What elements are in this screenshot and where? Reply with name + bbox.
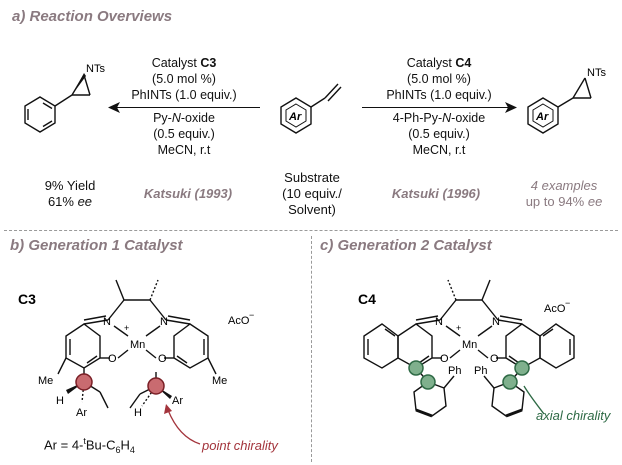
catalyst-c4-structure: C4	[358, 279, 575, 418]
ar-definition: Ar = 4-tBu-C6H4	[44, 436, 135, 455]
section-c-title: c) Generation 2 Catalyst	[320, 237, 492, 254]
acetate-counterion-c4: AcO	[544, 303, 566, 315]
ph-right: Ph	[474, 365, 487, 377]
acetate-charge: −	[249, 310, 254, 320]
n-right: N	[160, 316, 168, 328]
n-left: N	[103, 316, 111, 328]
horizontal-divider	[4, 230, 618, 231]
me-left: Me	[38, 375, 53, 387]
axis-atom-2	[420, 374, 436, 390]
section-b-title: b) Generation 1 Catalyst	[10, 237, 183, 254]
ph-left: Ph	[448, 365, 461, 377]
ar-label-substrate: Ar	[288, 111, 302, 123]
o-right: O	[158, 353, 167, 365]
left-conditions-below: Py-N-oxide (0.5 equiv.) MeCN, r.t	[153, 111, 215, 157]
left-conditions: Catalyst C3 (5.0 mol %) PhINTs (1.0 equi…	[131, 56, 237, 102]
reaction-arrow-left	[112, 107, 260, 108]
styrene-substrate: Ar	[280, 83, 342, 134]
h-left: H	[56, 395, 64, 407]
left-result: 9% Yield 61% ee	[44, 178, 96, 209]
right-conditions-below: 4-Ph-Py-N-oxide (0.5 equiv.) MeCN, r.t	[392, 111, 486, 157]
mn-plus: +	[124, 323, 129, 333]
section-a-title: a) Reaction Overviews	[12, 8, 173, 25]
mn-plus-c4: +	[456, 323, 461, 333]
stereocenter-right-highlight	[147, 377, 165, 395]
acetate-charge-c4: −	[565, 298, 570, 308]
axis-atom-4	[502, 374, 518, 390]
o-left: O	[108, 353, 117, 365]
left-reference: Katsuki (1993)	[143, 186, 233, 201]
acetate-counterion: AcO	[228, 315, 250, 327]
n-left-c4: N	[435, 316, 443, 328]
arrowhead-right	[505, 102, 517, 113]
c3-label: C3	[18, 291, 36, 307]
axial-chirality-label: axial chirality	[536, 408, 611, 423]
right-result: 4 examples up to 94% ee	[525, 178, 603, 209]
o-right-c4: O	[490, 353, 499, 365]
reaction-arrow-right	[362, 107, 512, 108]
axis-atom-1	[408, 360, 424, 376]
arrowhead-left	[108, 102, 120, 113]
substrate-note: Substrate (10 equiv./ Solvent)	[282, 170, 342, 217]
mn-center: Mn	[130, 339, 145, 351]
nts-label-right: NTs	[587, 67, 606, 79]
o-left-c4: O	[440, 353, 449, 365]
me-right: Me	[212, 375, 227, 387]
point-chirality-label: point chirality	[202, 438, 278, 453]
stereocenter-left-highlight	[75, 373, 93, 391]
ar-label-product: Ar	[535, 111, 549, 123]
aziridine-product-right: NTs Ar	[527, 67, 606, 134]
axis-atom-3	[514, 360, 530, 376]
right-reference: Katsuki (1996)	[391, 186, 481, 201]
aziridine-product-left: NTs	[24, 63, 105, 133]
catalyst-c3-structure: C3	[18, 279, 254, 445]
mn-center-c4: Mn	[462, 339, 477, 351]
vertical-divider	[311, 236, 312, 462]
h-right: H	[134, 407, 142, 419]
nts-label-left: NTs	[86, 63, 105, 75]
right-conditions: Catalyst C4 (5.0 mol %) PhINTs (1.0 equi…	[386, 56, 492, 102]
ar-right: Ar	[172, 395, 183, 407]
ar-left: Ar	[76, 407, 87, 419]
c4-label: C4	[358, 291, 376, 307]
n-right-c4: N	[492, 316, 500, 328]
